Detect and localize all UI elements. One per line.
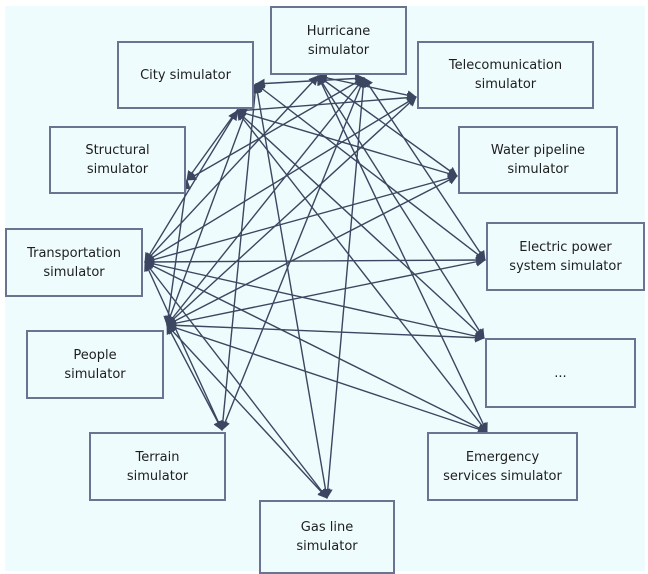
node-city-simulator: City simulator [117,41,254,109]
edge-transport-water [144,173,458,265]
node-label: Terrain simulator [126,449,189,484]
edge-people-electric [166,256,486,329]
node-label: Gas line simulator [296,520,358,554]
edge-people-gas [166,324,328,499]
node-label: City simulator [140,67,231,83]
node-label: ... [554,365,567,381]
node-water-pipeline-simulator: Water pipeline simulator [458,126,618,194]
edge-people-structural [163,179,191,326]
edge-transport-electric [144,255,486,267]
node-telecommunication-simulator: Telecomunication simulator [417,41,594,109]
edge-hurricane-terrain [220,77,366,431]
node-structural-simulator: Structural simulator [49,126,186,194]
node-label: People simulator [64,347,126,382]
edge-transport-emergency [144,261,488,433]
node-gas-line-simulator: Gas line simulator [259,500,395,574]
node-label: Emergency services simulator [443,449,562,484]
edge-city-gas [252,83,331,499]
node-electric-power-system-simulator: Electric power system simulator [486,222,645,291]
node-label: Transportation simulator [27,245,121,280]
node-transportation-simulator: Transportation simulator [5,228,143,297]
node-label: Telecomunication simulator [448,58,563,92]
node-label: Water pipeline simulator [490,143,586,177]
edge-people-water [166,175,458,326]
edge-city-emergency [236,110,488,433]
node-terrain-simulator: Terrain simulator [89,432,226,501]
node-more-simulators: ... [485,338,636,408]
edge-city-terrain [217,83,261,431]
edge-city-more [236,110,485,339]
node-label: Electric power system simulator [509,239,622,274]
node-people-simulator: People simulator [26,330,164,399]
node-label: Structural simulator [85,143,150,177]
node-label: Hurricane simulator [306,23,371,58]
node-hurricane-simulator: Hurricane simulator [270,6,407,75]
node-emergency-services-simulator: Emergency services simulator [427,432,578,501]
